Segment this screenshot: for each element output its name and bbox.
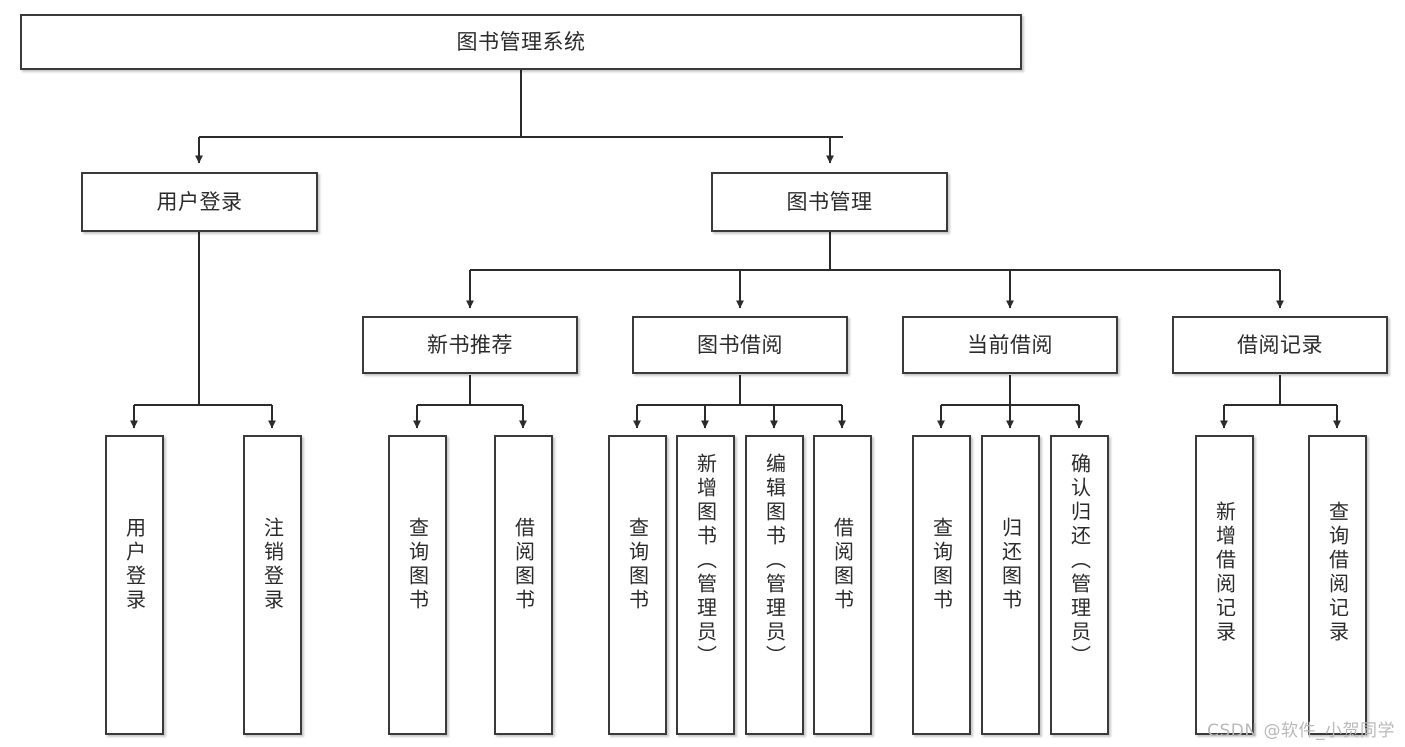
node-book-borrow[interactable]: 图书借阅 xyxy=(632,316,848,374)
leaf-add-book-label: 新增图书（管理员） xyxy=(693,453,718,669)
leaf-edit-book[interactable]: 编辑图书（管理员） xyxy=(745,435,804,735)
node-book-manage[interactable]: 图书管理 xyxy=(711,172,948,232)
node-current-borrow-label: 当前借阅 xyxy=(967,332,1053,357)
node-book-borrow-label: 图书借阅 xyxy=(697,332,783,357)
leaf-user-login-label: 用户登录 xyxy=(122,517,147,613)
leaf-user-logout[interactable]: 注销登录 xyxy=(243,435,302,735)
leaf-query-book-1[interactable]: 查询图书 xyxy=(388,435,447,735)
leaf-borrow-book-2-label: 借阅图书 xyxy=(830,517,855,613)
leaf-query-book-3[interactable]: 查询图书 xyxy=(912,435,971,735)
node-current-borrow[interactable]: 当前借阅 xyxy=(902,316,1118,374)
node-root-label: 图书管理系统 xyxy=(456,29,586,54)
leaf-borrow-book-1-label: 借阅图书 xyxy=(511,517,536,613)
leaf-query-book-3-label: 查询图书 xyxy=(929,517,954,613)
leaf-query-book-1-label: 查询图书 xyxy=(405,517,430,613)
node-root[interactable]: 图书管理系统 xyxy=(20,14,1022,70)
leaf-user-logout-label: 注销登录 xyxy=(260,517,285,613)
node-book-manage-label: 图书管理 xyxy=(786,189,873,214)
node-user-login[interactable]: 用户登录 xyxy=(81,172,318,232)
leaf-borrow-book-1[interactable]: 借阅图书 xyxy=(494,435,553,735)
leaf-confirm-return[interactable]: 确认归还（管理员） xyxy=(1050,435,1109,735)
leaf-edit-book-label: 编辑图书（管理员） xyxy=(762,453,787,669)
leaf-add-book[interactable]: 新增图书（管理员） xyxy=(676,435,735,735)
node-borrow-record-label: 借阅记录 xyxy=(1237,332,1323,357)
node-user-login-label: 用户登录 xyxy=(156,189,243,214)
leaf-add-record-label: 新增借阅记录 xyxy=(1212,501,1237,645)
leaf-query-book-2-label: 查询图书 xyxy=(625,517,650,613)
node-new-book-rec-label: 新书推荐 xyxy=(427,332,513,357)
leaf-borrow-book-2[interactable]: 借阅图书 xyxy=(813,435,872,735)
node-borrow-record[interactable]: 借阅记录 xyxy=(1172,316,1388,374)
leaf-user-login[interactable]: 用户登录 xyxy=(105,435,164,735)
leaf-query-book-2[interactable]: 查询图书 xyxy=(608,435,667,735)
leaf-add-record[interactable]: 新增借阅记录 xyxy=(1195,435,1254,735)
leaf-query-record[interactable]: 查询借阅记录 xyxy=(1308,435,1367,735)
node-new-book-rec[interactable]: 新书推荐 xyxy=(362,316,578,374)
leaf-query-record-label: 查询借阅记录 xyxy=(1325,501,1350,645)
leaf-return-book-label: 归还图书 xyxy=(998,517,1023,613)
leaf-return-book[interactable]: 归还图书 xyxy=(981,435,1040,735)
leaf-confirm-return-label: 确认归还（管理员） xyxy=(1067,453,1092,669)
